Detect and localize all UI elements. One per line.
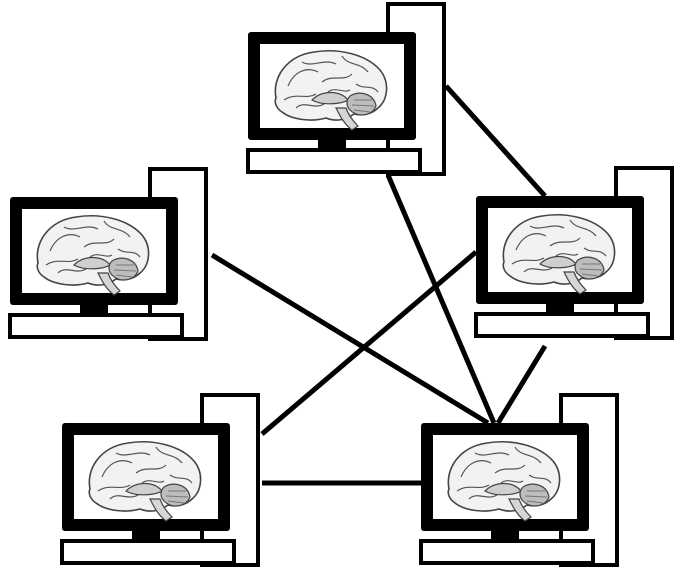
- node-right-computer-with-brain-icon: [474, 166, 674, 340]
- node-bottom-left-computer-with-brain-icon: [60, 393, 260, 567]
- link-right-bottom-left: [260, 250, 478, 436]
- computer-icon: [246, 2, 446, 176]
- computer-icon: [419, 393, 619, 567]
- node-top-computer-with-brain-icon: [246, 2, 446, 176]
- link-left-bottom-right: [210, 252, 490, 426]
- node-bottom-right-computer-with-brain-icon: [419, 393, 619, 567]
- link-top-bottom-right: [385, 174, 497, 424]
- computer-icon: [8, 167, 208, 341]
- node-left-computer-with-brain-icon: [8, 167, 208, 341]
- computer-icon: [474, 166, 674, 340]
- link-top-right: [444, 84, 547, 198]
- link-right-bottom-right: [495, 344, 548, 425]
- computer-icon: [60, 393, 260, 567]
